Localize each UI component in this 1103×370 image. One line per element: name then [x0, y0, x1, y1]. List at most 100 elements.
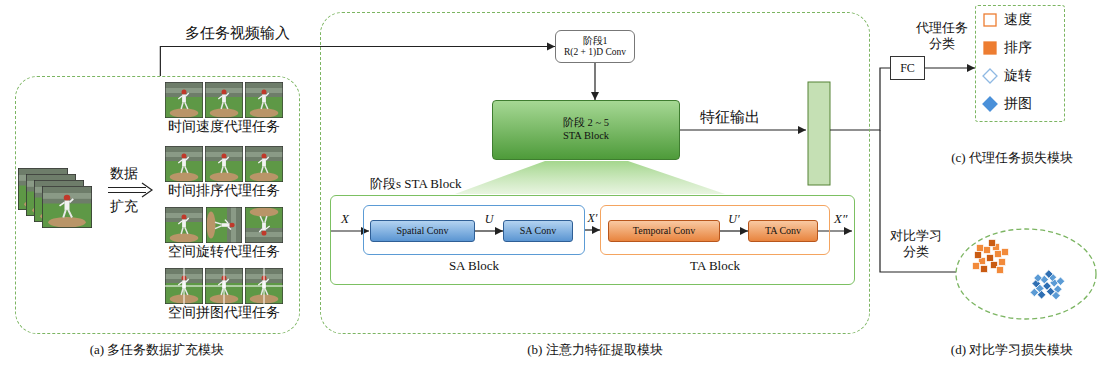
use-shape — [165, 82, 203, 118]
conv-text: SA Conv — [520, 225, 556, 237]
attention-block: SA BlockSpatial ConvSA Conv — [363, 205, 585, 255]
legend-square — [984, 42, 996, 54]
label-box: 对比学习 分类 — [885, 228, 947, 259]
cluster-point — [1045, 270, 1053, 278]
panel-caption: (d) 对比学习损失模块 — [951, 342, 1073, 358]
legend-panel: (c) 代理任务损失模块速度排序旋转拼图 — [975, 5, 1065, 122]
path-shape — [818, 230, 852, 231]
use-shape — [245, 207, 283, 243]
conv-box: SA Conv — [503, 220, 573, 242]
legend-square — [984, 14, 996, 26]
label-box: X″ — [834, 211, 847, 227]
attention-block: TA BlockTemporal ConvTA Conv — [600, 205, 830, 255]
label-box: 时间速度代理任务 — [168, 119, 280, 136]
cluster-point — [1052, 291, 1060, 299]
speed-frames — [165, 82, 283, 118]
use-shape — [205, 82, 243, 118]
cluster-point — [999, 259, 1006, 266]
task-caption: 空间拼图代理任务 — [168, 305, 280, 322]
edge-label-box: 代理任务 分类 — [911, 20, 973, 51]
edge-label: 多任务视频输入 — [185, 24, 290, 42]
legend-text: 速度 — [1004, 12, 1032, 29]
conv-text: TA Conv — [765, 225, 801, 237]
path-shape — [830, 68, 890, 130]
path-shape — [680, 129, 806, 130]
signal-name: X″ — [834, 211, 847, 227]
legend-swatch — [982, 96, 998, 112]
label-box: 扩充 — [110, 199, 138, 216]
module-panel: (a) 多任务数据扩充模块 — [15, 76, 300, 334]
conv-box: TA Conv — [748, 220, 818, 242]
module-panel: (b) 注意力特征提取模块阶段1R(2 + 1)D Conv阶段 2 ~ 5ST… — [320, 12, 870, 334]
use-shape — [245, 146, 283, 182]
cluster-point — [987, 255, 994, 262]
path-shape — [880, 130, 956, 272]
ellipse-outline — [955, 228, 1097, 320]
label-box: 空间旋转代理任务 — [168, 244, 280, 261]
legend-row: 速度 — [982, 12, 1032, 29]
connector-arrow — [160, 47, 555, 77]
legend-swatch — [982, 12, 998, 28]
cluster-point — [984, 247, 991, 254]
task-caption: 时间排序代理任务 — [168, 183, 280, 200]
panel-caption: (c) 代理任务损失模块 — [951, 150, 1073, 166]
connector-arrow — [925, 67, 975, 68]
legend-text: 排序 — [1004, 40, 1032, 57]
fc-box: FC — [890, 56, 925, 80]
block-label: TA Block — [690, 258, 740, 274]
label-box: 数据 — [110, 166, 138, 183]
fc-text: FC — [900, 61, 915, 75]
cluster-point — [1037, 291, 1045, 299]
cluster-point — [995, 251, 1002, 258]
zoom-trapezoid — [455, 161, 725, 194]
label-box: 特征输出 — [700, 108, 760, 126]
order-frames — [165, 146, 283, 182]
edge-label-box: X′ — [588, 211, 598, 225]
sta-block-box: 阶段 2 ~ 5STA Block — [492, 100, 680, 160]
double-arrow — [108, 183, 152, 197]
legend-swatch — [982, 40, 998, 56]
use-shape — [165, 146, 203, 182]
annotation-text: 对比学习 分类 — [885, 228, 947, 259]
connector-arrow — [475, 230, 503, 231]
g-shape — [206, 207, 242, 243]
cluster-point — [989, 240, 996, 247]
stage-text: R(2 + 1)D Conv — [564, 47, 626, 58]
label-box: 时间排序代理任务 — [168, 183, 280, 200]
connector-arrow — [594, 63, 595, 100]
cluster-point — [1030, 288, 1038, 296]
edge-label: 代理任务 分类 — [911, 20, 973, 51]
edge-label-box: U′ — [728, 212, 739, 226]
annotation-text: 数据 — [110, 166, 138, 183]
use-shape — [205, 146, 243, 182]
rotation-frames — [165, 207, 283, 243]
legend-diamond — [983, 69, 997, 83]
conv-box: Spatial Conv — [370, 220, 475, 242]
stage-text: 阶段1 — [583, 35, 608, 47]
sta-detail-box: 阶段s STA BlockSA BlockSpatial ConvSA Conv… — [330, 195, 855, 285]
stage-box: 阶段1R(2 + 1)D Conv — [555, 30, 635, 63]
connector-arrow — [585, 229, 600, 230]
cluster-ellipse: (d) 对比学习损失模块 — [955, 228, 1097, 320]
video-stack — [18, 168, 92, 228]
use-shape — [206, 207, 242, 243]
annotation-text: 特征输出 — [700, 108, 760, 126]
annotation-text: 扩充 — [110, 199, 138, 216]
conv-box: Temporal Conv — [608, 220, 720, 242]
legend-text: 拼图 — [1004, 96, 1032, 113]
cluster-point — [977, 245, 984, 252]
label-box: X — [341, 211, 349, 227]
path-shape — [108, 188, 146, 193]
cluster-point — [981, 266, 988, 273]
feature-bar — [808, 82, 830, 185]
block-label: SA Block — [449, 258, 499, 274]
edge-label: U′ — [728, 212, 739, 226]
use-shape — [42, 186, 92, 228]
legend-swatch — [982, 68, 998, 84]
cluster-point — [1056, 277, 1064, 285]
panel-caption: (a) 多任务数据扩充模块 — [90, 342, 225, 358]
cluster-point — [975, 252, 982, 259]
